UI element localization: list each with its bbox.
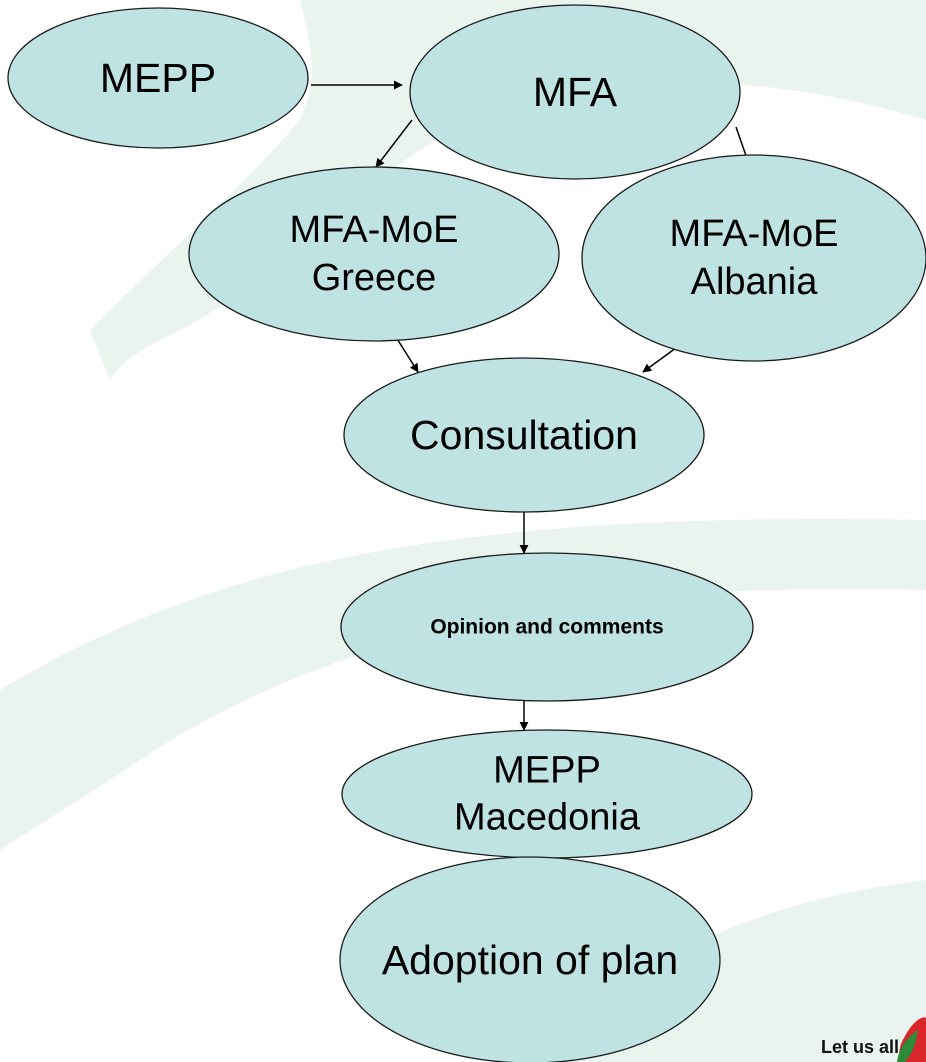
node-adoption-shape <box>339 856 721 1062</box>
node-consultation-label: Consultation <box>410 412 638 458</box>
logo-text: Let us all <box>821 1037 899 1057</box>
node-mepp-shape <box>7 7 309 149</box>
node-mfa-shape <box>409 4 741 180</box>
edge-mfa-to-mfa-moe-greece <box>375 119 413 168</box>
node-mepp-label: MEPP <box>100 55 216 101</box>
node-opinion: Opinion and comments <box>340 552 754 702</box>
node-consultation-shape <box>343 357 705 513</box>
node-opinion-label: Opinion and comments <box>430 616 663 639</box>
brand-logo: Let us all <box>821 1017 926 1062</box>
node-adoption: Adoption of plan <box>339 856 721 1062</box>
node-mfa-moe-albania-shape <box>581 154 926 362</box>
node-mfa-label: MFA <box>533 69 618 115</box>
node-mfa-moe-greece-label: Greece <box>312 257 437 299</box>
node-mfa-moe-albania-label: Albania <box>691 261 819 303</box>
node-mfa-moe-albania-label: MFA-MoE <box>670 213 839 255</box>
node-mepp-macedonia-label: MEPP <box>493 750 601 792</box>
node-mepp: MEPP <box>7 7 309 149</box>
background-swoosh-left <box>0 518 926 850</box>
node-consultation: Consultation <box>343 357 705 513</box>
leaf-logo-icon <box>897 1017 926 1062</box>
node-mfa-moe-albania: MFA-MoE Albania <box>581 154 926 362</box>
node-mfa-moe-greece-shape <box>188 166 560 342</box>
node-mepp-macedonia: MEPP Macedonia <box>341 729 753 859</box>
node-mfa-moe-greece: MFA-MoE Greece <box>188 166 560 342</box>
node-adoption-label: Adoption of plan <box>382 937 678 983</box>
node-mfa-moe-greece-label: MFA-MoE <box>290 209 459 251</box>
node-opinion-shape <box>340 552 754 702</box>
node-mepp-macedonia-label: Macedonia <box>454 797 641 839</box>
nodes-layer: MEPP MFA MFA-MoE Greece MFA-MoE AlbaniaConsul… <box>7 4 926 1062</box>
node-mfa: MFA <box>409 4 741 180</box>
